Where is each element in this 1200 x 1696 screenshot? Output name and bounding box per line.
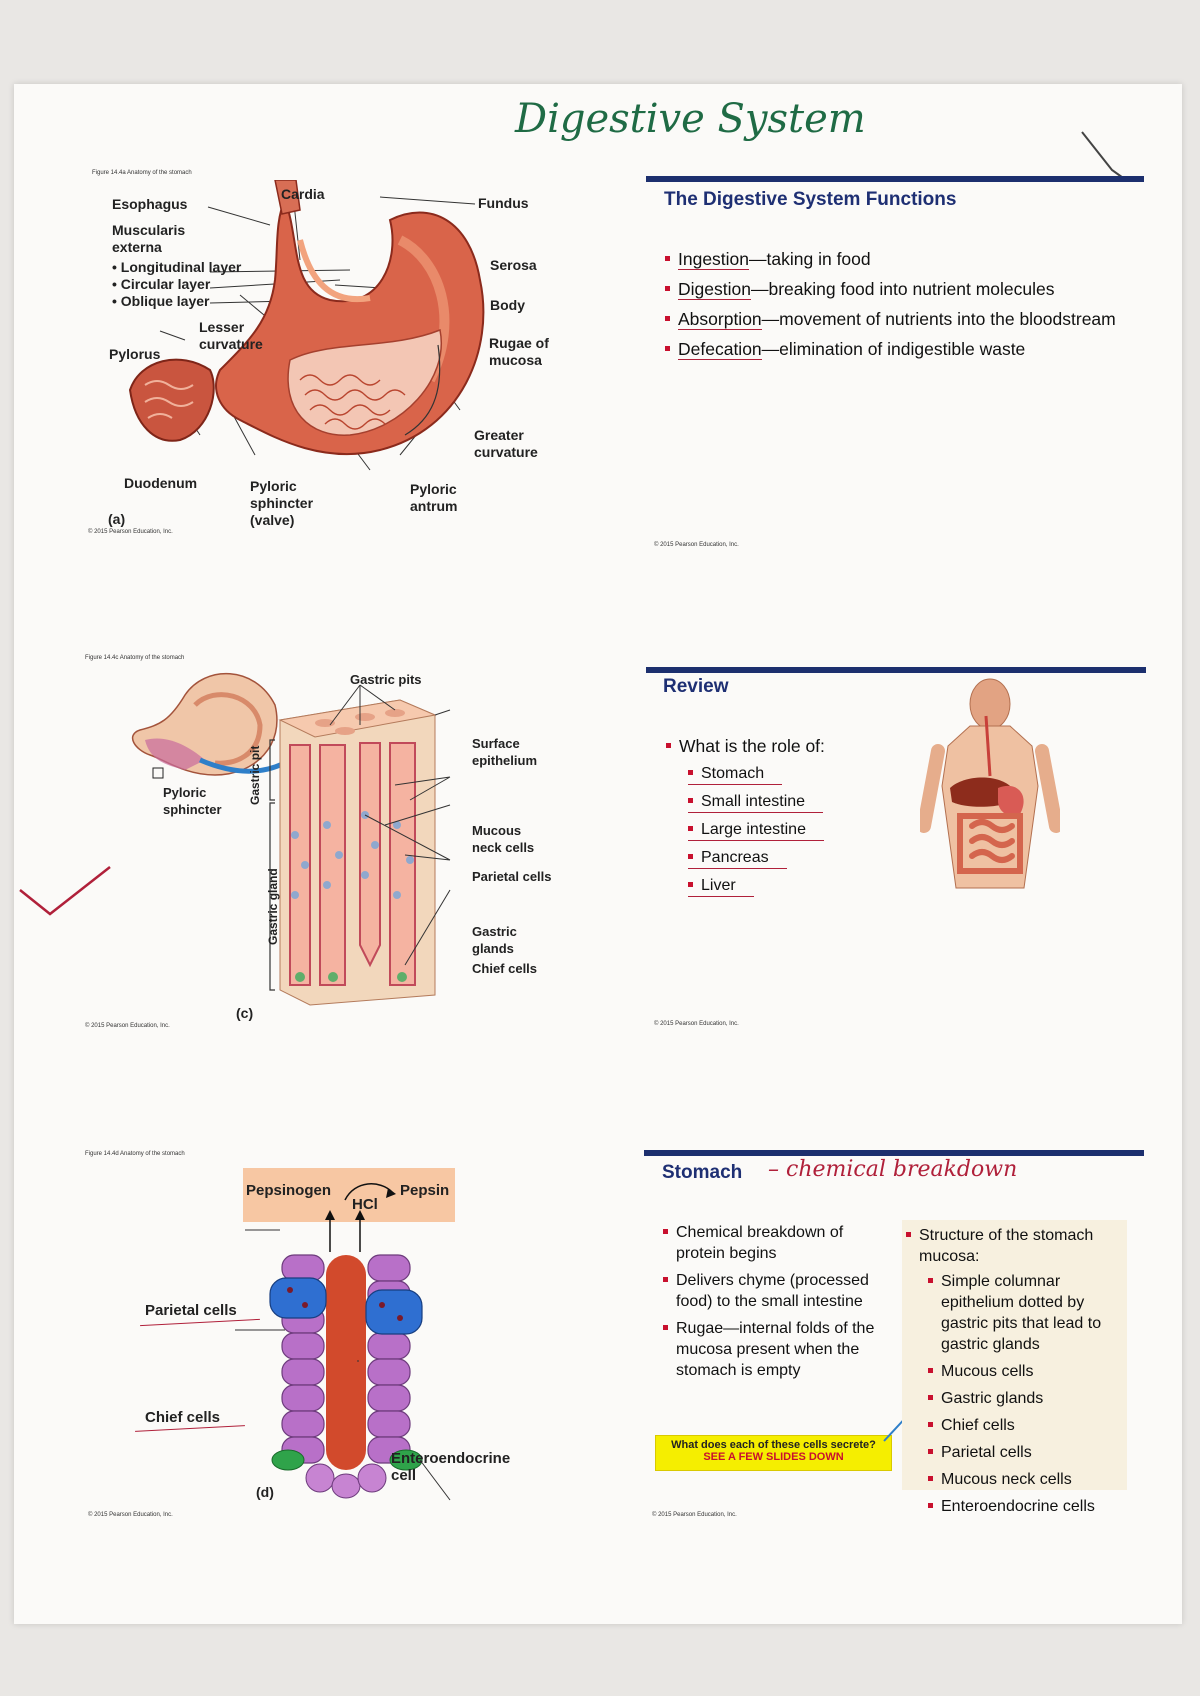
- label-mucous-neck-cells: Mucous neck cells: [472, 823, 535, 855]
- note-line: What does each of these cells secrete?: [671, 1439, 876, 1451]
- slide-title: Review: [663, 676, 729, 697]
- figure-part-a: (a): [108, 511, 126, 527]
- label-circular: • Circular layer: [112, 276, 211, 292]
- gastric-gland-illustration: [131, 673, 451, 1006]
- label-rugae: Rugae of mucosa: [489, 335, 549, 368]
- list-item: Small intestine: [688, 791, 824, 813]
- figure-caption: Figure 14.4d Anatomy of the stomach: [85, 1151, 185, 1157]
- review-list: What is the role of:: [666, 736, 916, 766]
- list-item: Digestion—breaking food into nutrient mo…: [665, 279, 1125, 300]
- list-item: Chief cells: [928, 1415, 1123, 1436]
- mucosa-panel: [902, 1220, 1127, 1490]
- handwritten-note: – chemical breakdown: [768, 1157, 1018, 1182]
- label-pyloric-sphincter: Pyloric sphincter: [163, 785, 222, 817]
- function-term: Ingestion: [678, 249, 750, 270]
- function-desc: —breaking food into nutrient molecules: [750, 279, 1055, 299]
- list-item: Pancreas: [688, 847, 787, 869]
- label-fundus: Fundus: [478, 195, 529, 211]
- label-enteroendocrine-cell: Enteroendocrine cell: [391, 1450, 511, 1484]
- label-longitudinal: • Longitudinal layer: [112, 259, 242, 275]
- function-desc: —taking in food: [749, 249, 871, 269]
- list-item: Mucous cells: [928, 1361, 1123, 1382]
- function-term: Digestion: [678, 279, 751, 300]
- label-parietal-cells: Parietal cells: [472, 869, 552, 884]
- label-hcl: HCl: [352, 1196, 378, 1213]
- note-line: SEE A FEW SLIDES DOWN: [703, 1451, 844, 1463]
- body-organs-illustration: [920, 678, 1060, 889]
- label-body: Body: [490, 297, 525, 313]
- slide-divider: [644, 1150, 1144, 1156]
- list-item: Structure of the stomach mucosa:: [906, 1225, 1126, 1267]
- label-lesser-curvature: Lesser curvature: [199, 319, 263, 352]
- slide-title: The Digestive System Functions: [664, 189, 957, 210]
- figure-part-c: (c): [236, 1005, 254, 1021]
- list-item: Mucous neck cells: [928, 1469, 1123, 1490]
- label-pepsinogen: Pepsinogen: [246, 1182, 332, 1199]
- label-serosa: Serosa: [490, 257, 537, 273]
- list-item: Stomach: [688, 763, 783, 785]
- page-title: Digestive System: [515, 96, 866, 142]
- function-desc: —movement of nutrients into the bloodstr…: [761, 309, 1116, 329]
- list-item: Large intestine: [688, 819, 824, 841]
- label-chief-cells: Chief cells: [145, 1409, 221, 1426]
- label-parietal-cells: Parietal cells: [145, 1302, 237, 1319]
- stomach-illustration: [128, 180, 485, 471]
- label-greater-curvature: Greater curvature: [474, 427, 538, 460]
- label-duodenum: Duodenum: [124, 475, 198, 491]
- figure-caption: Figure 14.4c Anatomy of the stomach: [85, 655, 185, 661]
- slide-title: Stomach: [662, 1162, 743, 1183]
- function-term: Absorption: [678, 309, 762, 330]
- gland-cells-illustration: [235, 1183, 451, 1501]
- label-chief-cells: Chief cells: [472, 961, 538, 976]
- label-pyloric-sphincter: Pyloric sphincter (valve): [250, 478, 314, 528]
- secretion-box: [243, 1168, 455, 1222]
- list-item: Parietal cells: [928, 1442, 1123, 1463]
- slide-divider: [646, 667, 1146, 673]
- list-item: Ingestion—taking in food: [665, 249, 1125, 270]
- label-gastric-glands: Gastric glands: [472, 924, 517, 956]
- label-pyloric-antrum: Pyloric antrum: [410, 481, 458, 514]
- figure-caption: Figure 14.4a Anatomy of the stomach: [92, 170, 192, 176]
- list-item: Delivers chyme (processed food) to the s…: [663, 1270, 878, 1312]
- list-item: Defecation—elimination of indigestible w…: [665, 339, 1125, 360]
- label-gastric-gland: Gastric gland: [266, 868, 280, 945]
- label-gastric-pit: Gastric pit: [248, 745, 262, 805]
- mucosa-list: Structure of the stomach mucosa:: [906, 1225, 1126, 1273]
- function-desc: —elimination of indigestible waste: [761, 339, 1026, 359]
- copyright: © 2015 Pearson Education, Inc.: [652, 1512, 737, 1518]
- label-surface-epithelium: Surface epithelium: [472, 736, 538, 768]
- list-item: Absorption—movement of nutrients into th…: [665, 309, 1125, 330]
- copyright: © 2015 Pearson Education, Inc.: [88, 1512, 173, 1518]
- slide-divider: [646, 176, 1144, 182]
- function-term: Defecation: [678, 339, 762, 360]
- copyright: © 2015 Pearson Education, Inc.: [654, 1021, 739, 1027]
- copyright: © 2015 Pearson Education, Inc.: [654, 542, 739, 548]
- list-item: Rugae—internal folds of the mucosa prese…: [663, 1318, 878, 1381]
- copyright: © 2015 Pearson Education, Inc.: [88, 529, 173, 535]
- list-item: Gastric glands: [928, 1388, 1123, 1409]
- label-pepsin: Pepsin: [400, 1182, 450, 1199]
- figure-part-d: (d): [256, 1484, 274, 1500]
- list-item: Liver: [688, 875, 754, 897]
- label-cardia: Cardia: [281, 186, 325, 202]
- checkmark-icon: [19, 866, 111, 916]
- copyright: © 2015 Pearson Education, Inc.: [85, 1023, 170, 1029]
- list-item: Enteroendocrine cells: [928, 1496, 1123, 1517]
- list-item: Simple columnar epithelium dotted by gas…: [928, 1271, 1123, 1355]
- label-muscularis-externa: Muscularis externa: [112, 222, 186, 255]
- review-question: What is the role of:: [666, 736, 916, 757]
- label-gastric-pits: Gastric pits: [350, 672, 422, 687]
- list-item: Chemical breakdown of protein begins: [663, 1222, 878, 1264]
- label-oblique: • Oblique layer: [112, 293, 210, 309]
- label-esophagus: Esophagus: [112, 196, 188, 212]
- mucosa-sublist: Simple columnar epithelium dotted by gas…: [928, 1271, 1123, 1523]
- sticky-note: What does each of these cells secrete? S…: [655, 1435, 892, 1471]
- label-pylorus: Pylorus: [109, 346, 161, 362]
